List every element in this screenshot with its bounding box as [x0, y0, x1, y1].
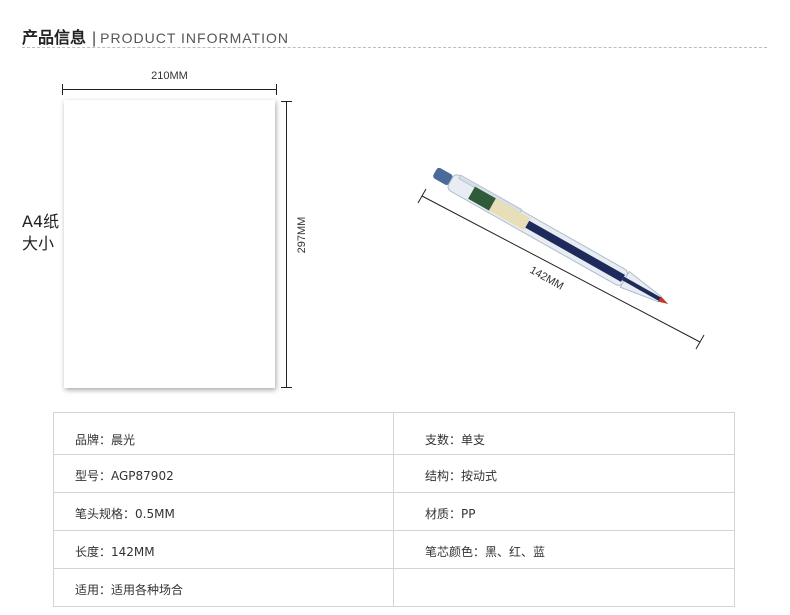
- a4-width-cap-right: [276, 84, 277, 95]
- header-title-en: PRODUCT INFORMATION: [100, 30, 289, 46]
- spec-brand: 品牌：晨光: [53, 412, 394, 455]
- a4-label-line2: 大小: [22, 234, 55, 253]
- table-row: 适用：适用各种场合: [53, 568, 735, 607]
- pen-refill-tip: [622, 276, 663, 302]
- header-separator: |: [92, 30, 97, 47]
- table-row: 品牌：晨光 支数：单支: [53, 412, 735, 455]
- pen-icon: [433, 167, 669, 304]
- section-header: 产品信息 |PRODUCT INFORMATION: [22, 24, 767, 48]
- spec-model: 型号：AGP87902: [53, 454, 394, 493]
- pen-length-cap-start: [417, 188, 427, 204]
- spec-table: 品牌：晨光 支数：单支 型号：AGP87902 结构：按动式 笔头规格：0.5M…: [53, 412, 735, 607]
- spec-usage: 适用：适用各种场合: [53, 568, 394, 607]
- spec-length: 长度：142MM: [53, 530, 394, 569]
- spec-tip-size: 笔头规格：0.5MM: [53, 492, 394, 531]
- a4-height-cap-top: [281, 101, 292, 102]
- spec-material: 材质：PP: [393, 492, 735, 531]
- pen-tip: [658, 296, 669, 304]
- spec-empty: [393, 568, 735, 607]
- pen-label-green: [468, 186, 496, 211]
- a4-width-label: 210MM: [151, 70, 188, 82]
- pen-refill: [525, 220, 625, 282]
- spec-ink-colors: 笔芯颜色：黑、红、蓝: [393, 530, 735, 569]
- pen-length-cap-end: [695, 334, 705, 350]
- header-title-cn: 产品信息: [22, 28, 87, 47]
- pen-label-paper: [488, 198, 531, 231]
- pen-length-line: [421, 195, 701, 343]
- table-row: 型号：AGP87902 结构：按动式: [53, 454, 735, 493]
- a4-width-dimension-line: [62, 89, 277, 90]
- spec-count: 支数：单支: [393, 412, 735, 455]
- pen-illustration: 142MM: [417, 167, 705, 350]
- a4-height-cap-bottom: [281, 387, 292, 388]
- a4-height-label: 297MM: [296, 216, 308, 254]
- table-row: 长度：142MM 笔芯颜色：黑、红、蓝: [53, 530, 735, 569]
- pen-push-button: [433, 167, 453, 185]
- pen-length-dimension: [417, 188, 705, 350]
- a4-height-dimension-line: [286, 101, 287, 388]
- a4-width-cap-left: [62, 84, 63, 95]
- a4-label-line1: A4纸: [22, 212, 60, 231]
- table-row: 笔头规格：0.5MM 材质：PP: [53, 492, 735, 531]
- a4-paper-illustration: [64, 100, 275, 388]
- a4-size-label: A4纸 大小: [22, 211, 59, 255]
- spec-structure: 结构：按动式: [393, 454, 735, 493]
